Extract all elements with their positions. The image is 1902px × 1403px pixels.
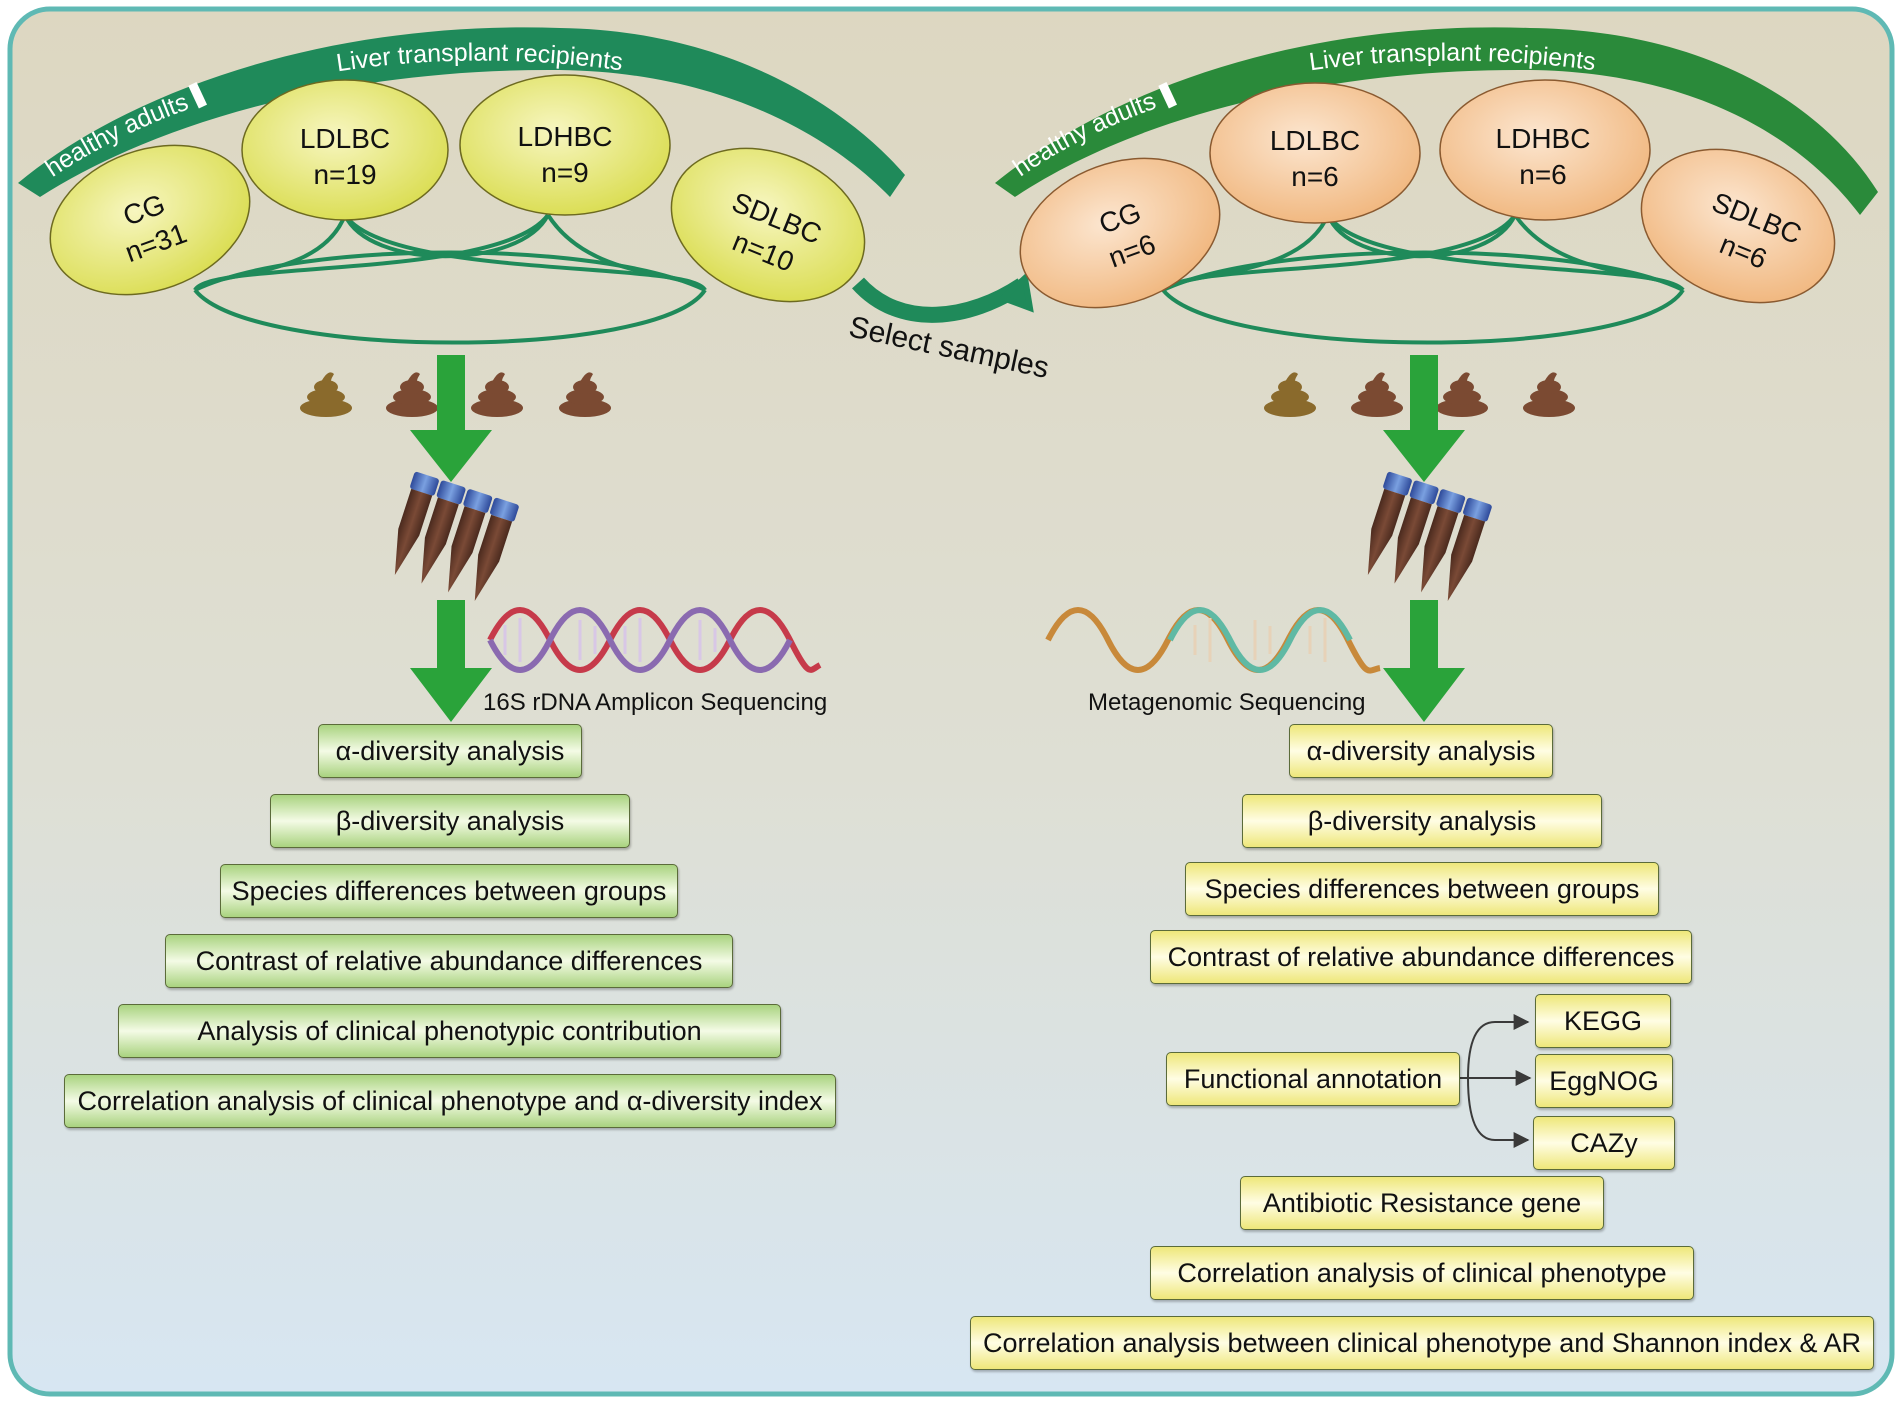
left-panel: healthy adults Liver transplant recipien… — [18, 27, 905, 722]
functional-branch-arrows — [1460, 1014, 1532, 1148]
group-name-ldlbc-right: LDLBC — [1270, 125, 1360, 156]
analysis-label: Correlation analysis of clinical phenoty… — [1177, 1257, 1667, 1288]
group-n-ldlbc-left: n=19 — [313, 159, 376, 190]
analysis-box-correlation-left: Correlation analysis of clinical phenoty… — [64, 1074, 836, 1128]
group-name-ldlbc-left: LDLBC — [300, 123, 390, 154]
analysis-label: β-diversity analysis — [1307, 805, 1537, 836]
functional-annotation-label: Functional annotation — [1183, 1063, 1443, 1094]
group-n-ldhbc-right: n=6 — [1519, 159, 1567, 190]
recipients-arc-right — [995, 27, 1878, 215]
arc-divider-right — [1158, 82, 1178, 109]
analysis-label: Antibiotic Resistance gene — [1262, 1187, 1582, 1218]
functional-annotation-box: Functional annotation — [1166, 1052, 1460, 1106]
diagram-frame — [7, 6, 1895, 1397]
db-box-eggnog: EggNOG — [1535, 1054, 1673, 1108]
group-name-ldhbc-right: LDHBC — [1496, 123, 1591, 154]
analysis-box-correlation-right: Correlation analysis of clinical phenoty… — [1150, 1246, 1694, 1300]
method-label-right: Metagenomic Sequencing — [1088, 689, 1366, 716]
analysis-label: Contrast of relative abundance differenc… — [195, 945, 703, 976]
analysis-box-shannon-right: Correlation analysis between clinical ph… — [970, 1316, 1874, 1370]
db-label: EggNOG — [1549, 1065, 1659, 1096]
analysis-label: Contrast of relative abundance differenc… — [1167, 941, 1675, 972]
down-arrow-icon — [1383, 355, 1465, 482]
analysis-label: Analysis of clinical phenotypic contribu… — [197, 1015, 702, 1046]
group-n-ldlbc-right: n=6 — [1291, 161, 1339, 192]
group-ellipse-sdlbc-right — [1640, 148, 1836, 304]
db-label: KEGG — [1563, 1005, 1643, 1036]
analysis-box-species-right: Species differences between groups — [1185, 862, 1659, 916]
analysis-label: Species differences between groups — [1204, 873, 1640, 904]
analysis-box-antibiotic-right: Antibiotic Resistance gene — [1240, 1176, 1604, 1230]
group-ellipse-sdlbc-left — [670, 147, 866, 303]
analysis-box-alpha-left: α-diversity analysis — [318, 724, 582, 778]
db-box-cazy: CAZy — [1533, 1116, 1675, 1170]
recipients-arc-left — [18, 27, 905, 197]
group-ellipse-ldlbc-right — [1209, 82, 1421, 224]
analysis-label: α-diversity analysis — [1306, 735, 1536, 766]
analysis-box-phenotypic-left: Analysis of clinical phenotypic contribu… — [118, 1004, 781, 1058]
group-ellipse-ldhbc-right — [1439, 79, 1651, 221]
connection-curves-right — [1161, 213, 1685, 345]
down-arrow-icon — [410, 355, 492, 482]
analysis-label: α-diversity analysis — [335, 735, 565, 766]
group-n-ldhbc-left: n=9 — [541, 157, 589, 188]
dna-helix-icon-right — [1045, 607, 1381, 674]
right-panel: healthy adults Liver transplant recipien… — [995, 27, 1878, 1148]
group-ellipse-ldhbc-left — [459, 74, 671, 216]
group-ellipse-cg-left — [49, 144, 251, 296]
analysis-box-abundance-right: Contrast of relative abundance differenc… — [1150, 930, 1692, 984]
connection-curves-left — [193, 213, 707, 345]
dna-helix-icon-left — [487, 607, 822, 673]
analysis-box-beta-left: β-diversity analysis — [270, 794, 630, 848]
db-label: CAZy — [1570, 1127, 1638, 1158]
analysis-label: β-diversity analysis — [335, 805, 565, 836]
method-label-left: 16S rDNA Amplicon Sequencing — [483, 689, 827, 716]
analysis-box-alpha-right: α-diversity analysis — [1289, 724, 1553, 778]
analysis-box-abundance-left: Contrast of relative abundance differenc… — [165, 934, 733, 988]
db-box-kegg: KEGG — [1535, 994, 1671, 1048]
down-arrow-icon — [1383, 600, 1465, 722]
select-arrow-head-icon — [997, 272, 1034, 313]
arc-divider-left — [188, 82, 208, 109]
group-ellipse-cg-right — [1019, 157, 1221, 309]
group-name-ldhbc-left: LDHBC — [518, 121, 613, 152]
analysis-label: Correlation analysis of clinical phenoty… — [77, 1085, 823, 1116]
analysis-box-species-left: Species differences between groups — [220, 864, 678, 918]
analysis-label: Correlation analysis between clinical ph… — [982, 1327, 1862, 1358]
group-ellipse-ldlbc-left — [241, 79, 449, 221]
analysis-label: Species differences between groups — [231, 875, 667, 906]
down-arrow-icon — [410, 600, 492, 722]
analysis-box-beta-right: β-diversity analysis — [1242, 794, 1602, 848]
